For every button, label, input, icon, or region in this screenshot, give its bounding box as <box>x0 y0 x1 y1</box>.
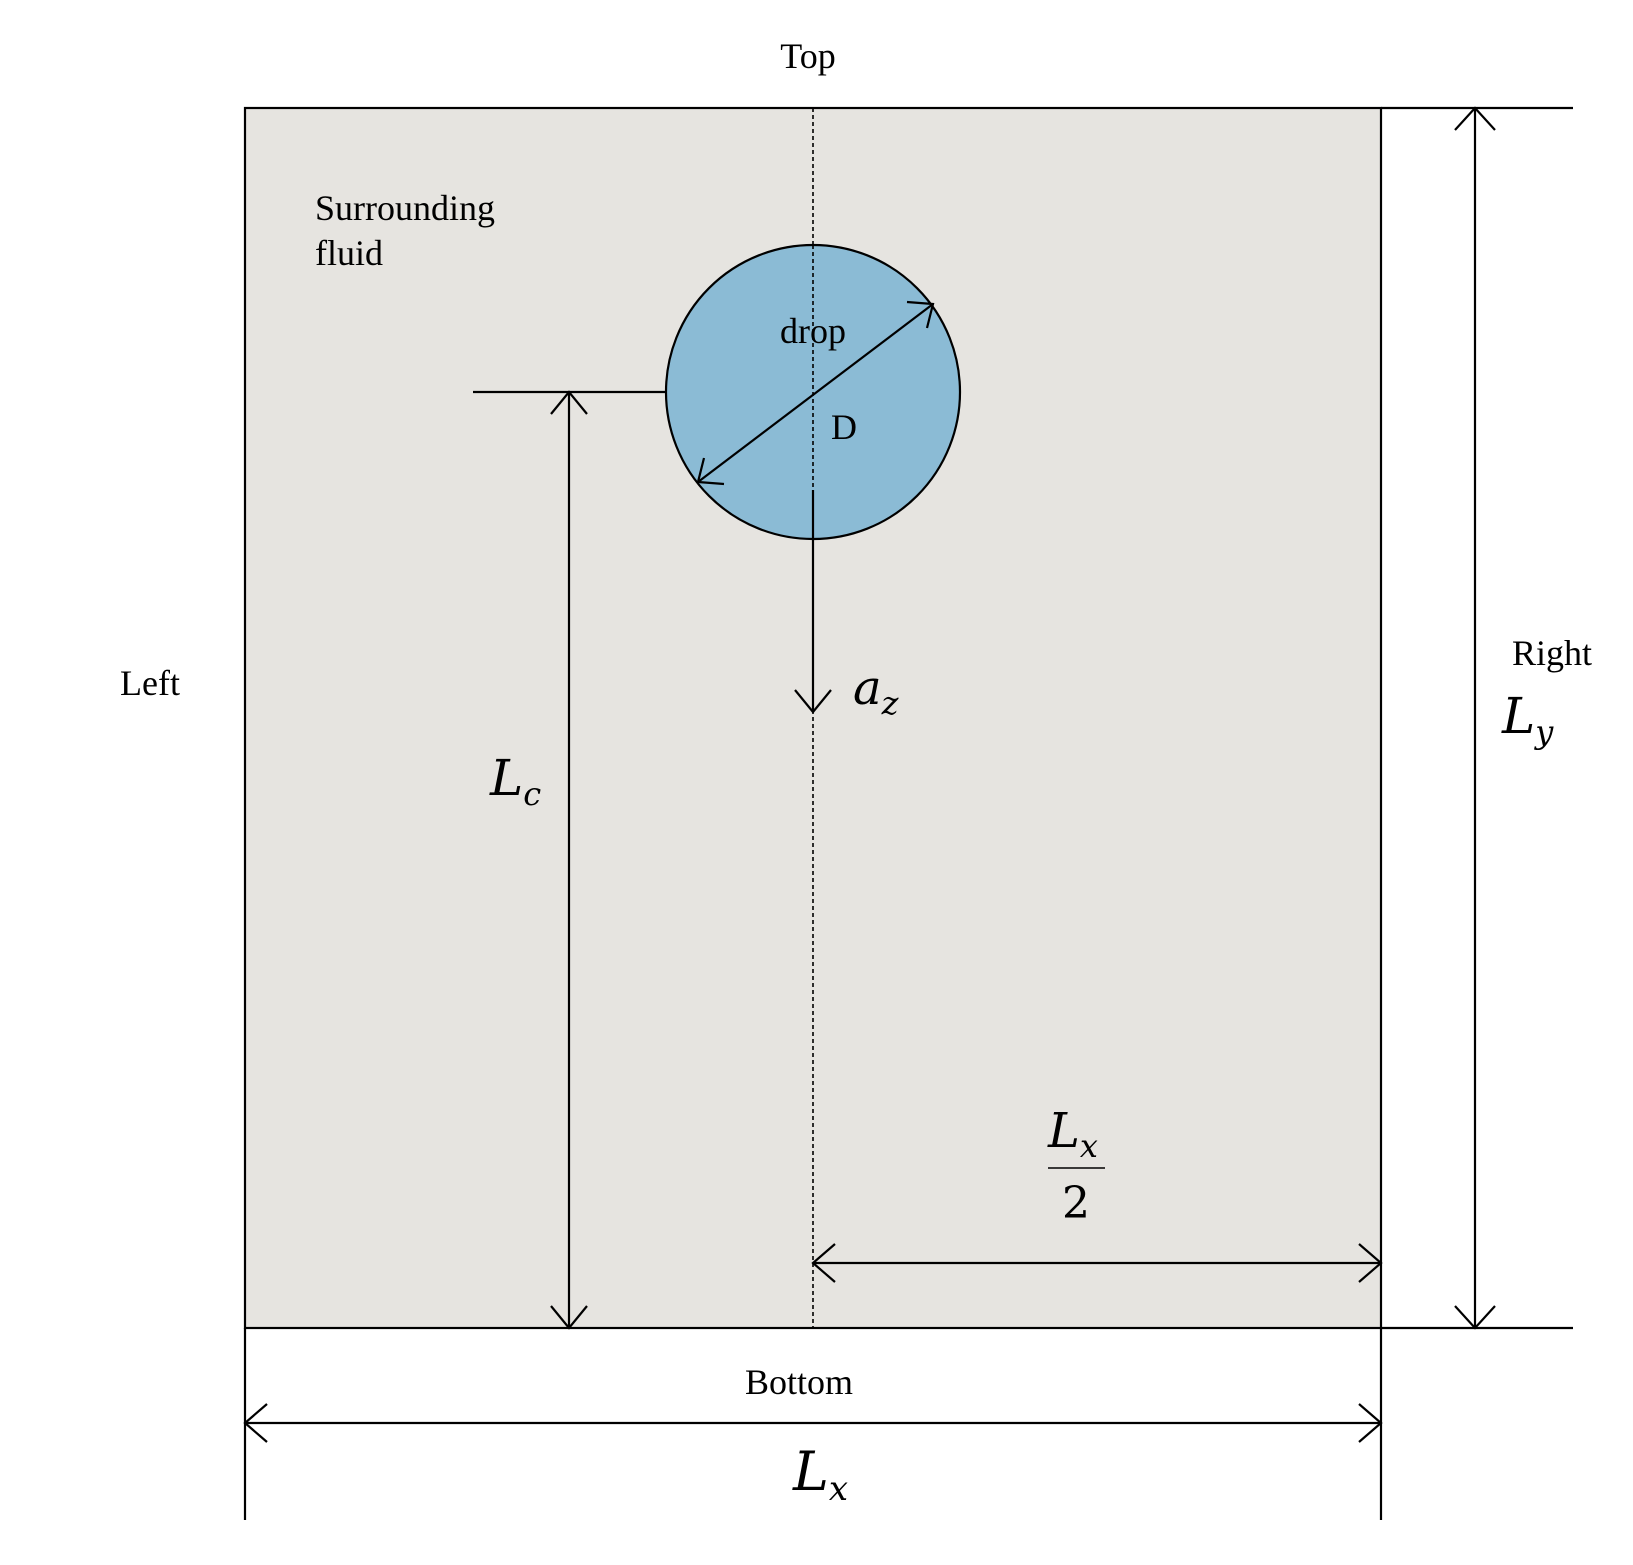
right-label: Right <box>1512 633 1592 673</box>
lc-arrowhead-bottom <box>550 1305 588 1330</box>
diameter-arrowhead-bottom <box>696 457 725 486</box>
half-lx-arrowhead-right <box>1358 1243 1383 1283</box>
diameter-arrow-line <box>697 303 934 483</box>
half-lx-denominator: 2 <box>1062 1178 1090 1229</box>
half-lx-arrowhead-left <box>811 1243 836 1283</box>
half-lx-numerator: Lx <box>1047 1103 1098 1165</box>
lc-arrowhead-top <box>550 390 588 415</box>
left-label: Left <box>120 663 180 703</box>
ly-arrowhead-top <box>1454 106 1496 131</box>
surrounding-fluid-label-line2: fluid <box>315 233 383 273</box>
lx-arrowhead-left <box>243 1403 268 1443</box>
gravity-arrowhead <box>794 689 832 714</box>
bottom-label: Bottom <box>745 1362 853 1402</box>
lx-label: Lx <box>792 1440 848 1509</box>
surrounding-fluid-label-line1: Surrounding <box>315 188 495 228</box>
drop-label: drop <box>780 311 846 351</box>
diameter-arrowhead-top <box>906 300 935 329</box>
diameter-label: D <box>831 407 857 447</box>
ly-arrowhead-bottom <box>1454 1305 1496 1330</box>
lx-arrowhead-right <box>1358 1403 1383 1443</box>
top-label: Top <box>780 36 835 76</box>
ly-label: Ly <box>1501 687 1554 751</box>
lc-label: Lc <box>489 749 541 813</box>
az-label: az <box>853 660 900 722</box>
